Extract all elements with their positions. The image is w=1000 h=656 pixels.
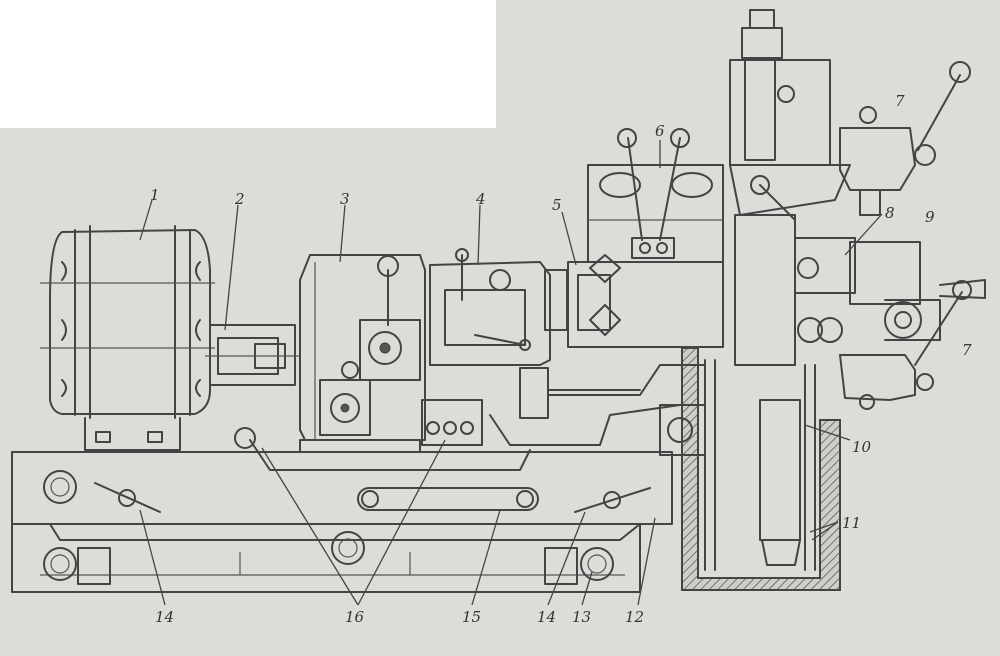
label-9: 9	[925, 208, 935, 226]
blank-corner	[0, 0, 496, 128]
label-4: 4	[475, 190, 486, 208]
lever-unit-lower	[839, 280, 972, 410]
shaft-coupling	[205, 324, 300, 386]
label-14-right: 14	[537, 608, 556, 626]
drive-unit	[794, 237, 986, 343]
label-8: 8	[885, 204, 895, 222]
label-1: 1	[150, 186, 160, 204]
coolant-tank	[681, 347, 841, 591]
label-11: 11	[842, 514, 861, 532]
label-16: 16	[345, 608, 365, 626]
electric-motor	[40, 225, 215, 451]
gearbox	[299, 254, 426, 453]
control-panel	[587, 128, 724, 263]
label-5: 5	[552, 196, 562, 214]
label-7-lower: 7	[962, 341, 972, 359]
base-frame	[11, 451, 673, 593]
label-14-left: 14	[155, 608, 174, 626]
lever-unit-upper	[839, 61, 971, 216]
valve-block	[421, 367, 549, 446]
clamp-handle-right	[574, 487, 651, 513]
leader-lines	[139, 140, 883, 606]
feed-mechanism	[429, 248, 568, 366]
clamp-handle-left	[94, 482, 161, 513]
label-6: 6	[655, 122, 665, 140]
pipework	[234, 364, 706, 471]
label-12: 12	[625, 608, 644, 626]
label-3: 3	[340, 190, 350, 208]
label-10: 10	[852, 438, 872, 456]
vertical-column	[729, 9, 851, 366]
label-2: 2	[234, 190, 245, 208]
label-15: 15	[462, 608, 481, 626]
guide-slot	[357, 487, 539, 511]
label-7-upper: 7	[895, 92, 905, 110]
label-13: 13	[572, 608, 591, 626]
